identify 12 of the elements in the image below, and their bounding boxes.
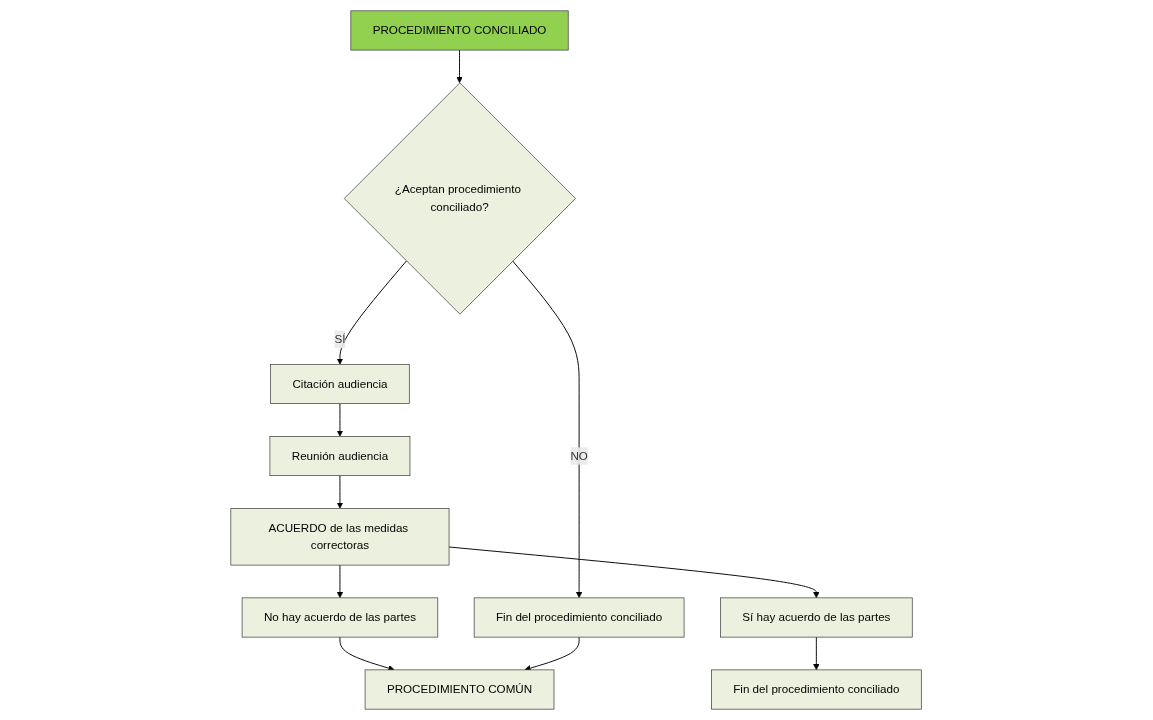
edge-label: NO bbox=[570, 449, 589, 462]
node-box: PROCEDIMIENTO COMÚN bbox=[365, 669, 555, 710]
node-box: ACUERDO de las medidas correctoras bbox=[230, 508, 450, 566]
edge-label: SÍ bbox=[334, 332, 346, 346]
node-box: Reunión audiencia bbox=[269, 436, 411, 477]
node-diamond: ¿Aceptan procedimiento conciliado? bbox=[344, 82, 577, 315]
node-box: No hay acuerdo de las partes bbox=[242, 597, 439, 638]
node-box: Fin del procedimiento conciliado bbox=[711, 669, 923, 710]
node-box: Citación audiencia bbox=[270, 364, 411, 404]
node-box: Fin del procedimiento conciliado bbox=[474, 597, 685, 638]
node-box: PROCEDIMIENTO CONCILIADO bbox=[350, 10, 569, 51]
node-box: Sí hay acuerdo de las partes bbox=[720, 597, 914, 638]
